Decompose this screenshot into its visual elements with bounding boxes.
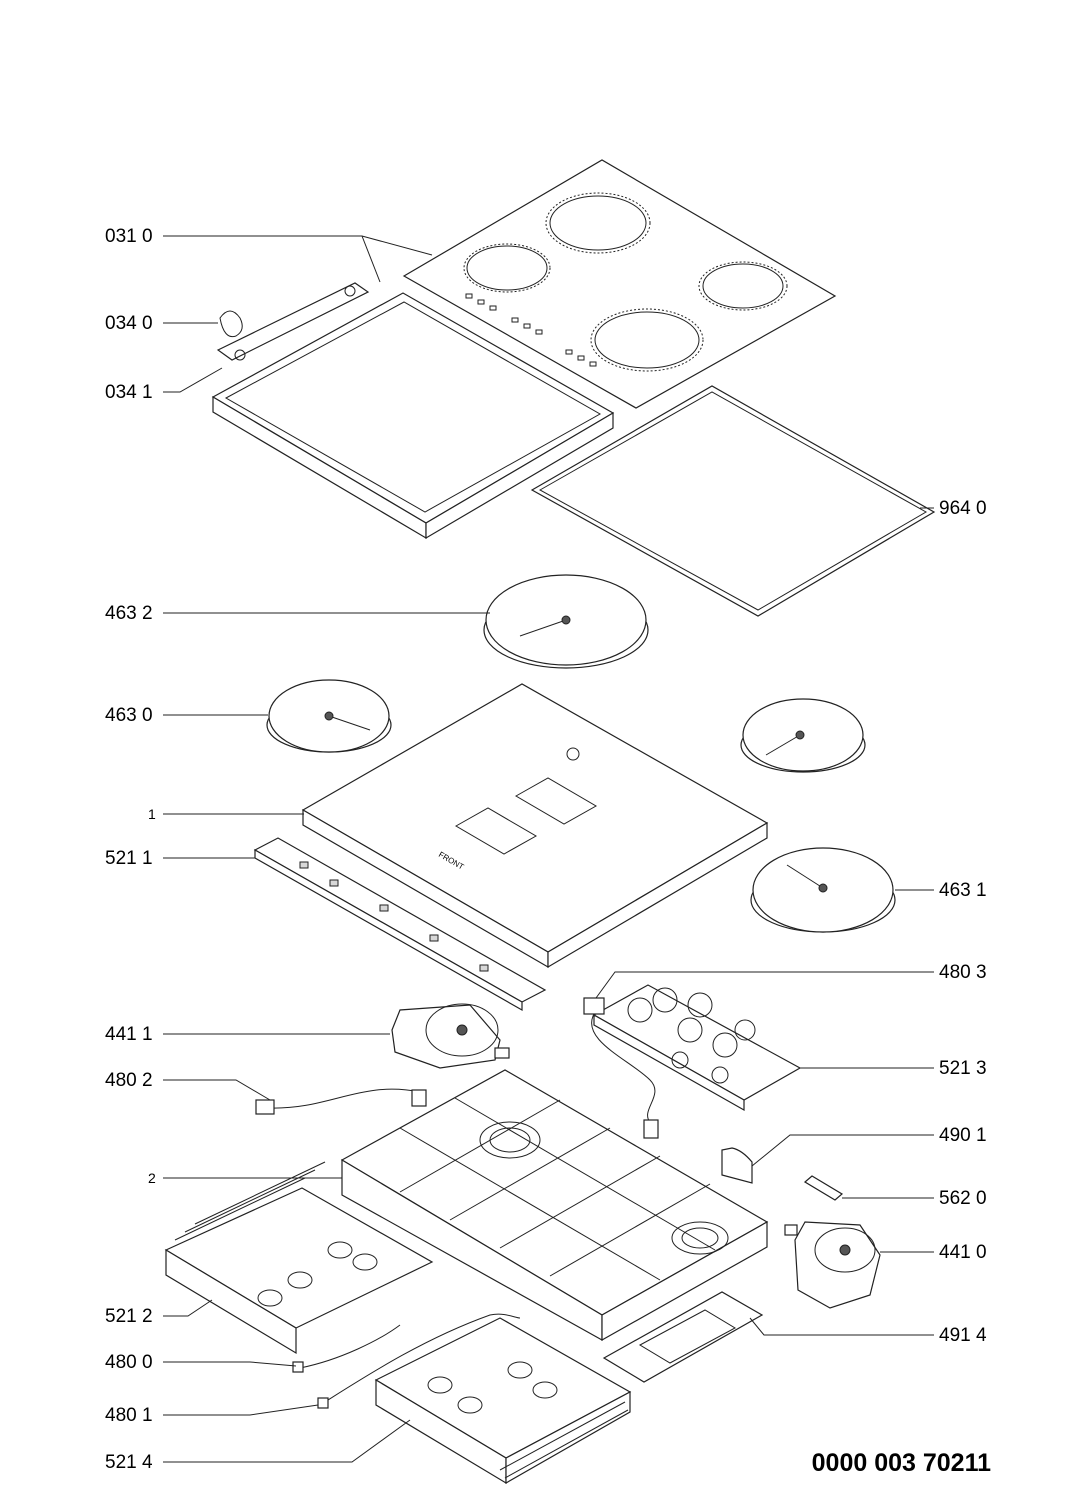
callout-441-1: 441 1 bbox=[105, 1024, 153, 1045]
callout-031-0: 031 0 bbox=[105, 226, 153, 247]
callout-491-4: 491 4 bbox=[939, 1325, 987, 1346]
glass-cooktop-part bbox=[402, 159, 837, 409]
cooling-fan-lower-part bbox=[784, 1221, 881, 1309]
callout-463-2: 463 2 bbox=[105, 603, 153, 624]
cable-harness-right-part bbox=[583, 997, 659, 1139]
document-number: 0000 003 70211 bbox=[811, 1449, 991, 1477]
callout-480-2: 480 2 bbox=[105, 1070, 153, 1091]
leader-lines bbox=[163, 235, 934, 1463]
support-bracket-part bbox=[721, 1147, 753, 1184]
power-board-bottom-part bbox=[374, 1317, 632, 1485]
power-board-right-part bbox=[592, 984, 802, 1112]
cooling-fan-upper-part bbox=[391, 1003, 510, 1069]
callout-034-0: 034 0 bbox=[105, 313, 153, 334]
callout-463-0: 463 0 bbox=[105, 705, 153, 726]
callout-034-1: 034 1 bbox=[105, 382, 153, 403]
callout-480-3: 480 3 bbox=[939, 962, 987, 983]
callout-521-3: 521 3 bbox=[939, 1058, 987, 1079]
callout-490-1: 490 1 bbox=[939, 1125, 987, 1146]
fuse-part bbox=[803, 1175, 844, 1201]
callout-463-1: 463 1 bbox=[939, 880, 987, 901]
induction-coil-left-part bbox=[266, 679, 392, 753]
callout-1: 1 bbox=[148, 806, 156, 822]
gasket-seal-part bbox=[530, 385, 936, 617]
callout-521-1: 521 1 bbox=[105, 848, 153, 869]
cable-harness-left-part bbox=[255, 1088, 427, 1115]
cooktop-frame-part bbox=[211, 292, 615, 540]
callout-480-0: 480 0 bbox=[105, 1352, 153, 1373]
callout-521-2: 521 2 bbox=[105, 1306, 153, 1327]
power-board-left-part bbox=[164, 1161, 434, 1355]
callout-562-0: 562 0 bbox=[939, 1188, 987, 1209]
induction-coil-front-part bbox=[750, 847, 896, 933]
spring-clip-part bbox=[219, 310, 243, 338]
cable-harness-board-part bbox=[292, 1313, 521, 1409]
callout-441-0: 441 0 bbox=[939, 1242, 987, 1263]
induction-coil-right-part bbox=[740, 698, 866, 773]
callout-480-1: 480 1 bbox=[105, 1405, 153, 1426]
mounting-bracket-part bbox=[216, 282, 370, 361]
base-housing-part bbox=[340, 1069, 769, 1342]
control-board-strip-part bbox=[253, 837, 547, 1012]
callout-521-4: 521 4 bbox=[105, 1452, 153, 1473]
shield-plate-part bbox=[602, 1291, 764, 1383]
induction-coil-large-part bbox=[483, 574, 649, 669]
callout-2: 2 bbox=[148, 1170, 156, 1186]
callout-964-0: 964 0 bbox=[939, 498, 987, 519]
coil-support-plate-part: FRONT bbox=[301, 683, 769, 969]
